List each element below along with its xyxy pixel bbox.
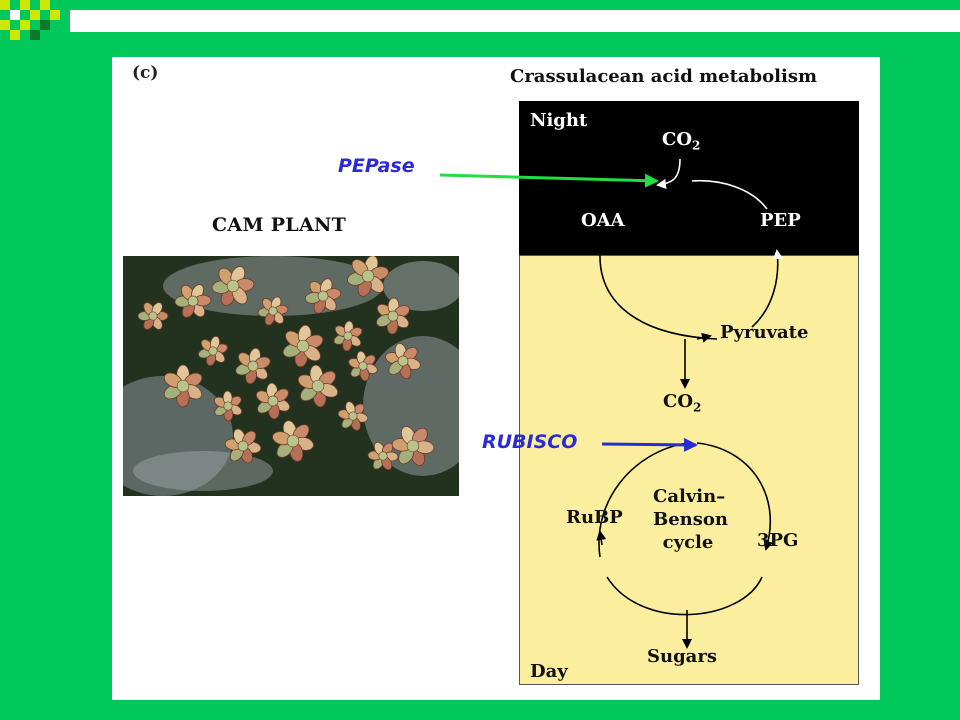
decor-square xyxy=(0,0,10,10)
rosette-center xyxy=(187,295,199,307)
rosette-center xyxy=(237,440,249,452)
day-label: Day xyxy=(530,661,568,682)
rosette-center xyxy=(397,355,409,367)
rosette-center xyxy=(358,361,368,371)
cam-pathway-arrows xyxy=(439,158,783,649)
figure-label: (c) xyxy=(132,63,159,83)
3pg-label: 3PG xyxy=(757,530,799,551)
rosette-center xyxy=(311,379,325,393)
co2-night-label: CO2 xyxy=(662,129,700,153)
co2-fixation-arrow xyxy=(656,158,681,189)
decor-square xyxy=(10,10,20,20)
night-label: Night xyxy=(530,110,588,131)
top-bar xyxy=(0,0,960,42)
succulent-rosettes xyxy=(137,256,435,471)
co2-day-subscript: 2 xyxy=(693,400,702,415)
co2-night-subscript: 2 xyxy=(692,138,701,153)
calvin-arc-bottom xyxy=(606,576,763,616)
calvin-line-2: Benson xyxy=(653,509,728,530)
rubp-arrowhead xyxy=(596,530,607,546)
pep-to-oaa-arc xyxy=(691,179,768,210)
rosette-center xyxy=(208,346,218,356)
decor-square xyxy=(20,20,30,30)
day-panel xyxy=(519,255,859,685)
rosette-center xyxy=(223,401,233,411)
decor-square xyxy=(20,0,30,10)
calvin-arc-right xyxy=(696,442,774,551)
co2-day-text: CO xyxy=(663,391,694,412)
calvin-line-1: Calvin– xyxy=(653,486,726,507)
rosette-center xyxy=(148,311,158,321)
rubisco-arrow xyxy=(601,437,698,452)
rosette-center xyxy=(247,360,259,372)
pepase-arrow xyxy=(439,173,659,188)
decor-square xyxy=(50,10,60,20)
decor-square xyxy=(40,20,50,30)
rosette-center xyxy=(226,279,240,293)
oaa-label: OAA xyxy=(581,210,625,231)
decor-square xyxy=(0,20,10,30)
calvin-cycle-label: Calvin– Benson cycle xyxy=(653,485,728,554)
rubisco-label: RUBISCO xyxy=(482,431,578,453)
rosette-center xyxy=(286,434,300,448)
decor-square xyxy=(30,10,40,20)
rosette-center xyxy=(317,290,329,302)
decor-square xyxy=(40,0,50,10)
co2-day-label: CO2 xyxy=(663,391,701,415)
rosette-center xyxy=(296,339,310,353)
plant-illustration xyxy=(123,256,459,496)
rosette-center xyxy=(378,451,388,461)
pyruvate-to-pep-arc xyxy=(751,249,783,328)
rosette-center xyxy=(348,411,358,421)
decor-square xyxy=(10,30,20,40)
rosette-center xyxy=(343,331,353,341)
oaa-to-pyruvate-arc xyxy=(599,236,718,340)
rosette-center xyxy=(268,306,278,316)
title-bar-strip xyxy=(70,10,960,32)
rosette-center xyxy=(406,439,420,453)
calvin-line-3: cycle xyxy=(662,532,714,553)
rosette-center xyxy=(387,310,399,322)
to-pyruvate-arrow xyxy=(696,332,712,343)
cam-plant-photo xyxy=(123,256,459,496)
rosette-center xyxy=(267,395,279,407)
pepase-label: PEPase xyxy=(338,155,415,177)
pep-label: PEP xyxy=(760,210,801,231)
rosette-center xyxy=(176,379,190,393)
rosette-center xyxy=(361,269,375,283)
diagram-title: Crassulacean acid metabolism xyxy=(510,66,817,87)
sugars-label: Sugars xyxy=(647,646,717,667)
rubp-label: RuBP xyxy=(566,507,623,528)
plant-title: CAM PLANT xyxy=(212,214,347,236)
pyruvate-label: Pyruvate xyxy=(720,322,809,343)
co2-night-text: CO xyxy=(662,129,693,150)
figure-panel: (c) CAM PLANT Crassulacean acid metaboli… xyxy=(112,57,880,700)
decor-square xyxy=(30,30,40,40)
